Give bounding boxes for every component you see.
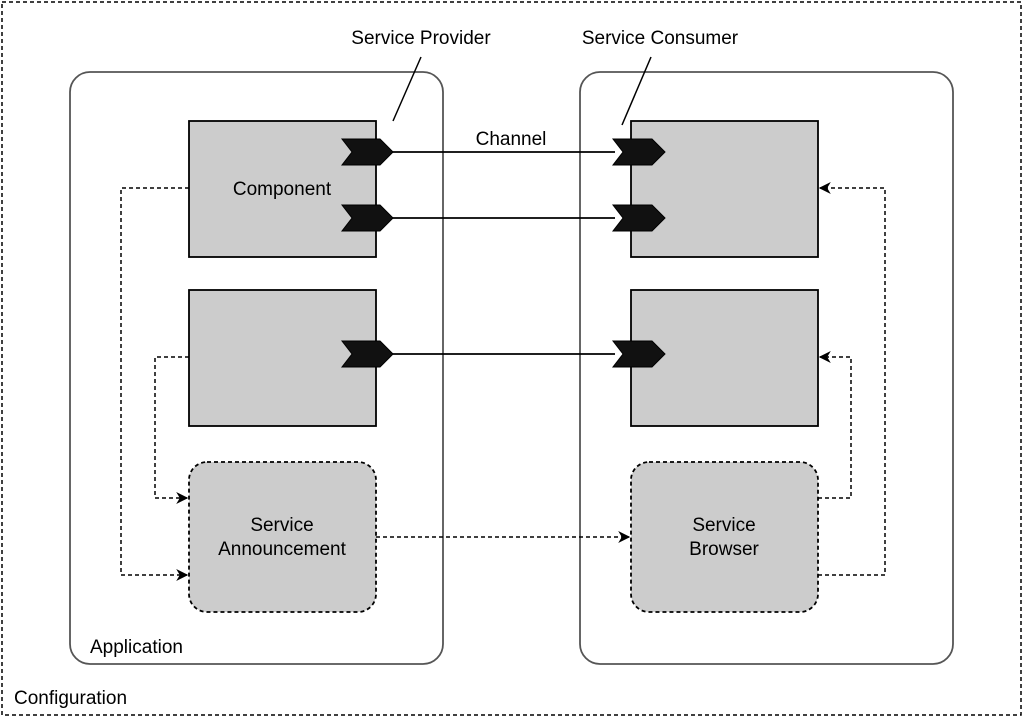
provider-component-box-2 xyxy=(188,289,377,427)
service-consumer-leader xyxy=(621,56,652,126)
application-label: Application xyxy=(90,637,183,658)
provider-port-icon-2 xyxy=(340,204,394,232)
provider-port-icon-1 xyxy=(340,138,394,166)
channel-label: Channel xyxy=(476,129,547,150)
dashed-link-component2-to-announcement xyxy=(154,356,189,504)
configuration-label: Configuration xyxy=(14,688,127,709)
service-consumer-label: Service Consumer xyxy=(582,28,739,49)
service-announcement-label-line1: Service xyxy=(250,515,313,536)
service-browser-label-line2: Browser xyxy=(689,539,759,560)
consumer-component-box-1 xyxy=(630,120,819,258)
dashed-link-component1-to-announcement xyxy=(120,187,189,581)
service-provider-leader xyxy=(392,56,422,122)
service-provider-label: Service Provider xyxy=(351,28,491,49)
consumer-component-box-2 xyxy=(630,289,819,427)
consumer-port-icon-3 xyxy=(611,340,666,368)
service-browser-box xyxy=(630,461,819,613)
application-container-left xyxy=(69,71,444,665)
consumer-port-icon-2 xyxy=(611,204,666,232)
service-announcement-label-line2: Announcement xyxy=(218,539,347,560)
provider-component-box-1 xyxy=(188,120,377,258)
dashed-link-browser-to-consumer1 xyxy=(818,182,886,576)
consumer-port-icon-1 xyxy=(611,138,666,166)
service-browser-label-line1: Service xyxy=(692,515,755,536)
component-label: Component xyxy=(233,179,332,200)
provider-port-icon-3 xyxy=(340,340,394,368)
application-container-right xyxy=(579,71,954,665)
service-announcement-box xyxy=(188,461,377,613)
dashed-link-browser-to-consumer2 xyxy=(818,351,852,499)
